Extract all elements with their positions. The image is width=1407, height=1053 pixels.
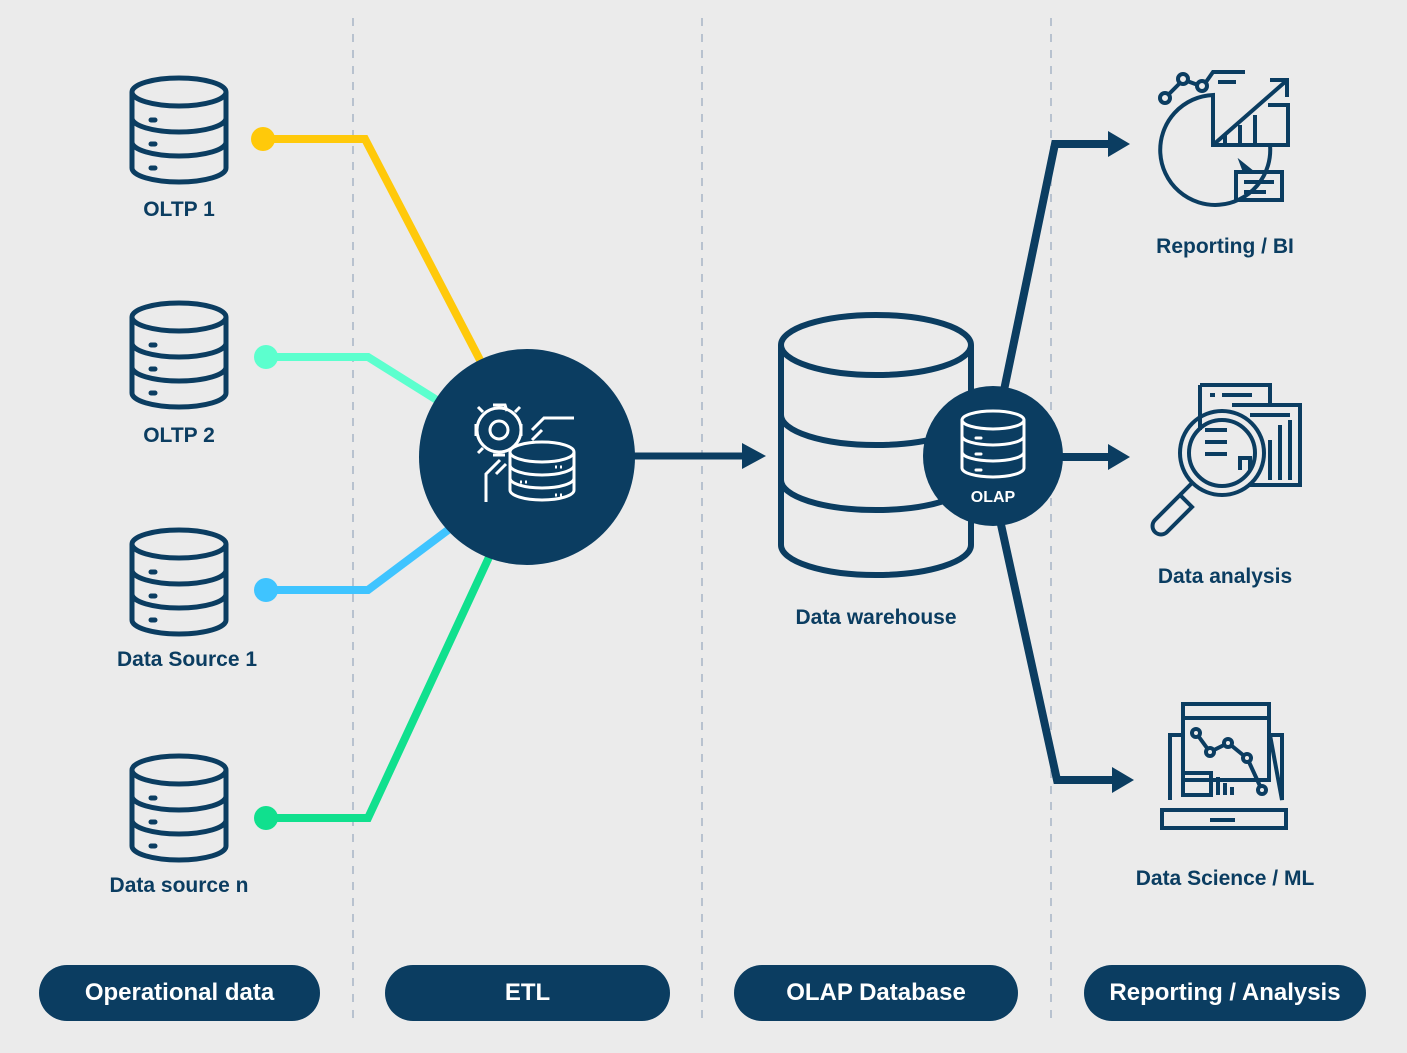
connector-dot-dsn [254, 806, 278, 830]
output-label-datascience: Data Science / ML [1135, 867, 1315, 890]
database-icon [132, 78, 226, 182]
laptop-chart-icon [1160, 702, 1288, 830]
arrow-to-reporting [999, 140, 1115, 396]
stage-olap-database[interactable]: OLAP Database [734, 965, 1018, 1021]
output-label-analysis: Data analysis [1157, 565, 1293, 588]
stage-etl[interactable]: ETL [385, 965, 670, 1021]
database-icon [132, 756, 226, 860]
connector-dot-ds1 [254, 578, 278, 602]
connector-dot-oltp2 [254, 345, 278, 369]
olap-node[interactable] [923, 386, 1063, 526]
database-icon [132, 530, 226, 634]
report-chart-icon [1158, 70, 1290, 207]
connector-dot-oltp1 [251, 127, 275, 151]
stage-reporting-analysis[interactable]: Reporting / Analysis [1084, 965, 1366, 1021]
stage-operational-data[interactable]: Operational data [39, 965, 320, 1021]
gear-database-icon [474, 403, 576, 502]
source-label-dsn: Data source n [109, 874, 249, 897]
connector-oltp2 [266, 353, 443, 406]
database-icon [960, 409, 1026, 479]
connector-dsn [266, 553, 494, 822]
olap-label: OLAP [970, 489, 1016, 506]
database-icon [132, 303, 226, 407]
connector-oltp1 [263, 135, 484, 362]
warehouse-label: Data warehouse [795, 606, 957, 629]
source-label-ds1: Data Source 1 [116, 648, 258, 671]
output-label-reporting: Reporting / BI [1156, 235, 1294, 258]
source-label-oltp1: OLTP 1 [143, 198, 215, 221]
connector-ds1 [266, 526, 451, 594]
column-dividers [352, 18, 1052, 1020]
arrow-etl-to-warehouse [620, 443, 766, 469]
magnifier-report-icon [1150, 383, 1302, 537]
etl-node[interactable] [419, 349, 635, 565]
source-label-oltp2: OLTP 2 [143, 424, 215, 447]
arrow-to-datascience [996, 519, 1115, 784]
